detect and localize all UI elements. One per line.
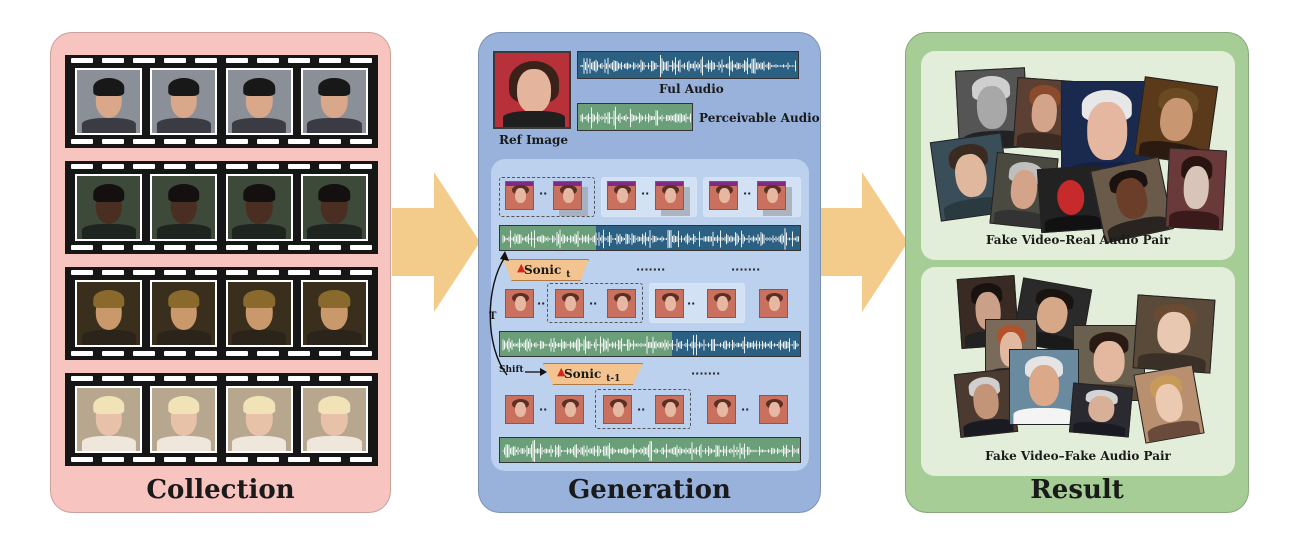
- frame-thumbnail: [655, 395, 684, 424]
- frame-thumbnail: [505, 289, 534, 318]
- sonic-model-step-t-minus-1: ▲ Sonic t-1: [543, 363, 643, 385]
- frame-thumbnail: [655, 289, 684, 318]
- frame-thumbnail: [607, 289, 636, 318]
- ref-image-label: Ref Image: [499, 133, 569, 147]
- arrow-right-icon: [392, 172, 480, 312]
- film-strip-2: [65, 161, 378, 254]
- generation-panel: Ref Image Ful Audio Perceivable Audio ··…: [478, 32, 821, 513]
- frame-thumbnail: [607, 181, 636, 210]
- collection-panel: Collection: [50, 32, 391, 513]
- video-frame: [225, 280, 293, 347]
- video-frame: [225, 68, 293, 135]
- fire-icon: ▲: [517, 261, 526, 274]
- sonic-model-step-t: ▲ Sonic t: [503, 259, 589, 281]
- frame-window-current: [499, 177, 595, 217]
- frame-thumbnail: [707, 395, 736, 424]
- fake-video-real-audio-label: Fake Video–Real Audio Pair: [985, 233, 1171, 247]
- time-arc-arrow-icon: [489, 251, 509, 376]
- film-strip-1: [65, 55, 378, 148]
- shift-label: Shift: [499, 365, 524, 375]
- video-frame: [150, 280, 218, 347]
- video-frame: [150, 386, 218, 453]
- video-frame: [150, 68, 218, 135]
- frame-thumbnail: [655, 181, 684, 210]
- arrow-right-icon: [820, 172, 908, 312]
- face-photo: [1133, 364, 1205, 444]
- video-frame: [300, 386, 368, 453]
- reference-image: [493, 51, 571, 129]
- video-frame: [300, 174, 368, 241]
- result-title: Result: [1030, 475, 1124, 505]
- face-photo: [1068, 382, 1134, 438]
- frame-thumbnail: [707, 289, 736, 318]
- face-photo: [1132, 294, 1216, 374]
- fire-icon: ▲: [557, 365, 566, 378]
- frame-window-current: [595, 389, 691, 429]
- frame-thumbnail: [603, 395, 632, 424]
- video-frame: [75, 280, 142, 347]
- face-photo: [1090, 156, 1174, 244]
- frame-thumbnail: [555, 395, 584, 424]
- waveform: [502, 334, 799, 356]
- video-frame: [225, 174, 293, 241]
- perceivable-audio-label: Perceivable Audio: [699, 111, 820, 125]
- waveform: [580, 55, 796, 77]
- waveform: [502, 439, 799, 462]
- frame-thumbnail: [709, 181, 738, 210]
- shift-arrow-icon: [525, 368, 547, 376]
- generation-steps-area: ·· ·· ·· ▲ Sonic t ······· ······· ·· ·: [489, 159, 809, 471]
- full-audio-label: Ful Audio: [659, 82, 724, 96]
- t-label: T: [489, 311, 497, 322]
- frame-thumbnail: [757, 181, 786, 210]
- waveform: [580, 106, 691, 130]
- face-photo: [1009, 349, 1079, 425]
- video-frame: [75, 174, 142, 241]
- frame-window-current: [547, 283, 643, 323]
- audio-track-step-t-minus-1: [499, 331, 801, 357]
- face-photo: [1164, 147, 1228, 231]
- video-frame: [150, 174, 218, 241]
- video-frame: [75, 386, 142, 453]
- full-audio-bar: [577, 51, 799, 79]
- result-panel: Fake Video–Real Audio Pair Fake Video–Fa…: [905, 32, 1249, 513]
- frame-thumbnail: [555, 289, 584, 318]
- film-strip-4: [65, 373, 378, 466]
- frame-thumbnail: [553, 181, 582, 210]
- fake-video-real-audio-box: Fake Video–Real Audio Pair: [921, 51, 1235, 260]
- frame-thumbnail: [505, 181, 534, 210]
- audio-track-final: [499, 437, 801, 463]
- frame-thumbnail: [759, 395, 788, 424]
- generation-title: Generation: [568, 475, 731, 505]
- film-strip-3: [65, 267, 378, 360]
- frame-thumbnail: [759, 289, 788, 318]
- frame-thumbnail: [505, 395, 534, 424]
- video-frame: [300, 280, 368, 347]
- video-frame: [225, 386, 293, 453]
- waveform: [502, 228, 799, 250]
- video-frame: [75, 68, 142, 135]
- audio-track-step-t: [499, 225, 801, 251]
- perceivable-audio-bar: [577, 103, 693, 131]
- video-frame: [300, 68, 368, 135]
- fake-video-fake-audio-label: Fake Video–Fake Audio Pair: [985, 449, 1171, 463]
- collection-title: Collection: [146, 475, 295, 505]
- fake-video-fake-audio-box: Fake Video–Fake Audio Pair: [921, 267, 1235, 476]
